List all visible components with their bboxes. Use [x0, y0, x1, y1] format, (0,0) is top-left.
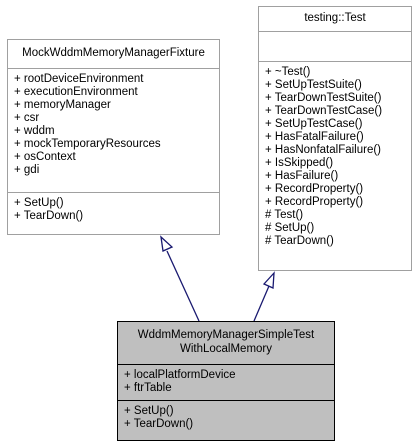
method: + HasFailure() [265, 170, 339, 182]
method: + IsSkipped() [265, 157, 334, 169]
edge-simple-to-test [253, 285, 270, 322]
attributes-section [259, 31, 411, 61]
class-box-testing-test[interactable]: testing::Test + ~Test() + SetUpTestSuite… [258, 6, 412, 271]
attributes-section: + rootDeviceEnvironment + executionEnvir… [8, 68, 219, 192]
methods-section: + ~Test() + SetUpTestSuite() + TearDownT… [259, 61, 411, 252]
class-name-line-2: WithLocalMemory [179, 343, 273, 355]
attribute: + memoryManager [14, 99, 111, 111]
class-name: testing::Test [304, 12, 366, 24]
methods-section: + SetUp() + TearDown() [8, 192, 219, 227]
attribute: + rootDeviceEnvironment [14, 73, 144, 85]
method: # TearDown() [265, 235, 334, 247]
class-box-wddm-memory-manager-simple-test-with-local-memory[interactable]: WddmMemoryManagerSimpleTest WithLocalMem… [117, 321, 335, 441]
edge-simple-to-fixture [166, 250, 200, 322]
edge-arrowhead-fixture [160, 235, 174, 252]
method: + HasNonfatalFailure() [265, 144, 382, 156]
method: # SetUp() [265, 222, 315, 234]
method: + TearDownTestSuite() [265, 92, 382, 104]
method: + SetUpTestCase() [265, 118, 363, 130]
method: + TearDown() [14, 210, 84, 222]
attribute: + localPlatformDevice [124, 369, 236, 381]
attribute: + gdi [14, 164, 40, 176]
method: + TearDownTestCase() [265, 105, 383, 117]
class-box-mock-wddm-memory-manager-fixture[interactable]: MockWddmMemoryManagerFixture + rootDevic… [7, 39, 220, 235]
method: + TearDown() [124, 418, 194, 430]
attribute: + wddm [14, 125, 55, 137]
method: + SetUpTestSuite() [265, 79, 362, 91]
attribute: + ftrTable [124, 382, 172, 394]
attribute: + mockTemporaryResources [14, 138, 161, 150]
method: + SetUp() [124, 405, 174, 417]
method: + RecordProperty() [265, 196, 364, 208]
attribute: + csr [14, 112, 40, 124]
edge-arrowhead-test [262, 271, 275, 289]
class-name: WddmMemoryManagerSimpleTest WithLocalMem… [118, 322, 334, 364]
class-name-line-1: WddmMemoryManagerSimpleTest [137, 329, 315, 341]
class-name: MockWddmMemoryManagerFixture [22, 47, 205, 59]
method: + HasFatalFailure() [265, 131, 364, 143]
methods-section: + SetUp() + TearDown() [118, 400, 334, 435]
method: + ~Test() [265, 66, 311, 78]
attribute: + osContext [14, 151, 76, 163]
method: + SetUp() [14, 197, 64, 209]
method: + RecordProperty() [265, 183, 364, 195]
method: # Test() [265, 209, 304, 221]
attribute: + executionEnvironment [14, 86, 138, 98]
attributes-section: + localPlatformDevice + ftrTable [118, 364, 334, 400]
